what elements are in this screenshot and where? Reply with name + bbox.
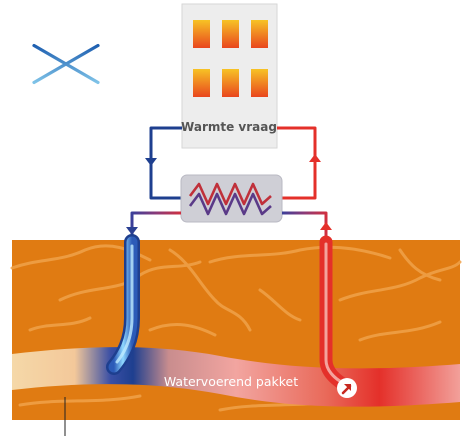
cold-well [106,234,140,375]
down-arrow-icon [126,227,138,235]
up-arrow-icon [309,154,321,162]
well-supply-line [130,211,181,242]
building-windows [193,20,268,97]
exchanger-coil-warm [188,182,272,206]
building: Warmte vraag [181,3,278,149]
aquifer-label: Watervoerend pakket [164,374,298,389]
down-arrow-icon [145,158,157,166]
heat-exchanger [180,174,283,223]
building-supply-cold-line [149,126,182,200]
snowflake-icon [32,25,100,103]
building-return-warm-line [277,126,317,200]
up-arrow-icon [320,222,332,230]
demand-label: Warmte vraag [181,120,277,134]
well-return-line [282,211,328,242]
exchanger-coil-cold [188,192,272,216]
pump-arrow-icon [337,378,357,398]
